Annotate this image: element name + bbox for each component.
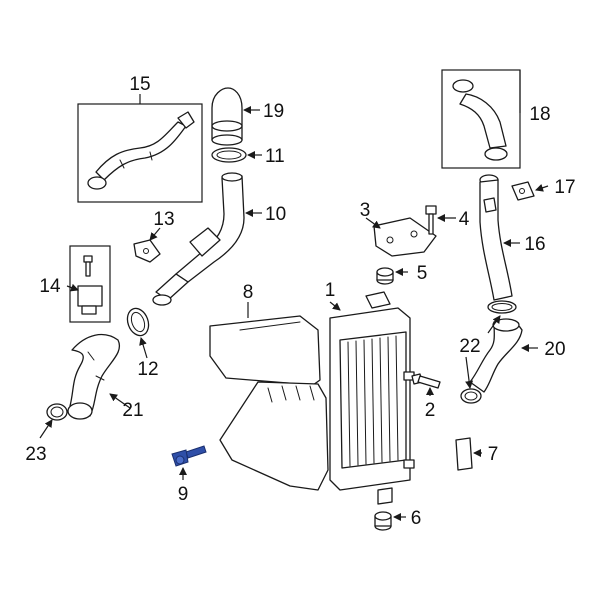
part-21-hose[interactable] xyxy=(67,333,121,420)
part-23-clamp[interactable] xyxy=(46,403,68,421)
callout-3: 3 xyxy=(360,200,371,221)
part-10-pipe[interactable] xyxy=(152,172,245,306)
callout-19: 19 xyxy=(263,101,284,122)
part-3-bracket[interactable] xyxy=(373,217,437,257)
callout-10: 10 xyxy=(265,204,286,225)
part-12-clamp[interactable] xyxy=(124,305,152,338)
part-19-boot[interactable] xyxy=(211,87,243,146)
callout-4: 4 xyxy=(459,209,470,230)
callout-1: 1 xyxy=(325,280,336,301)
callout-6: 6 xyxy=(411,508,422,529)
part-15-hose-assembly[interactable] xyxy=(77,103,203,203)
callout-20: 20 xyxy=(544,339,565,360)
callout-22: 22 xyxy=(459,336,480,357)
part-14-group-box xyxy=(69,245,111,323)
part-16-pipe[interactable] xyxy=(479,174,513,301)
callout-7: 7 xyxy=(488,444,499,465)
part-5-grommet[interactable] xyxy=(376,267,394,285)
part-13-bracket[interactable] xyxy=(133,239,161,263)
part-8-air-duct[interactable] xyxy=(209,315,329,491)
part-14-sensor[interactable] xyxy=(69,245,111,323)
callout-14: 14 xyxy=(39,276,61,297)
callout-2: 2 xyxy=(425,400,436,421)
callout-labels: 15 19 11 10 13 14 12 21 23 8 9 1 3 4 5 2… xyxy=(25,74,575,529)
callout-18: 18 xyxy=(529,104,550,125)
part-2-bolt[interactable] xyxy=(411,373,441,389)
callout-17: 17 xyxy=(554,177,575,198)
part-18-hose-assembly[interactable] xyxy=(441,69,521,169)
callout-5: 5 xyxy=(417,263,428,284)
leader-lines xyxy=(39,70,549,521)
callout-9: 9 xyxy=(178,484,189,505)
part-1-intercooler[interactable] xyxy=(329,291,415,505)
callout-12: 12 xyxy=(137,359,158,380)
callout-21: 21 xyxy=(122,400,143,421)
part-11-clamp[interactable] xyxy=(211,147,247,163)
callout-8: 8 xyxy=(243,282,254,303)
callout-23: 23 xyxy=(25,444,46,465)
part-7-pad[interactable] xyxy=(455,437,473,471)
callout-13: 13 xyxy=(153,209,174,230)
callout-11: 11 xyxy=(265,146,285,167)
callout-15: 15 xyxy=(129,74,150,95)
part-22-clamps[interactable] xyxy=(460,300,517,404)
part-17-bracket[interactable] xyxy=(511,181,535,201)
callout-16: 16 xyxy=(524,234,545,255)
part-6-grommet[interactable] xyxy=(374,511,392,531)
part-18-group-box xyxy=(441,69,521,169)
part-9-bolt[interactable] xyxy=(171,445,207,467)
part-4-bolt[interactable] xyxy=(425,205,437,235)
